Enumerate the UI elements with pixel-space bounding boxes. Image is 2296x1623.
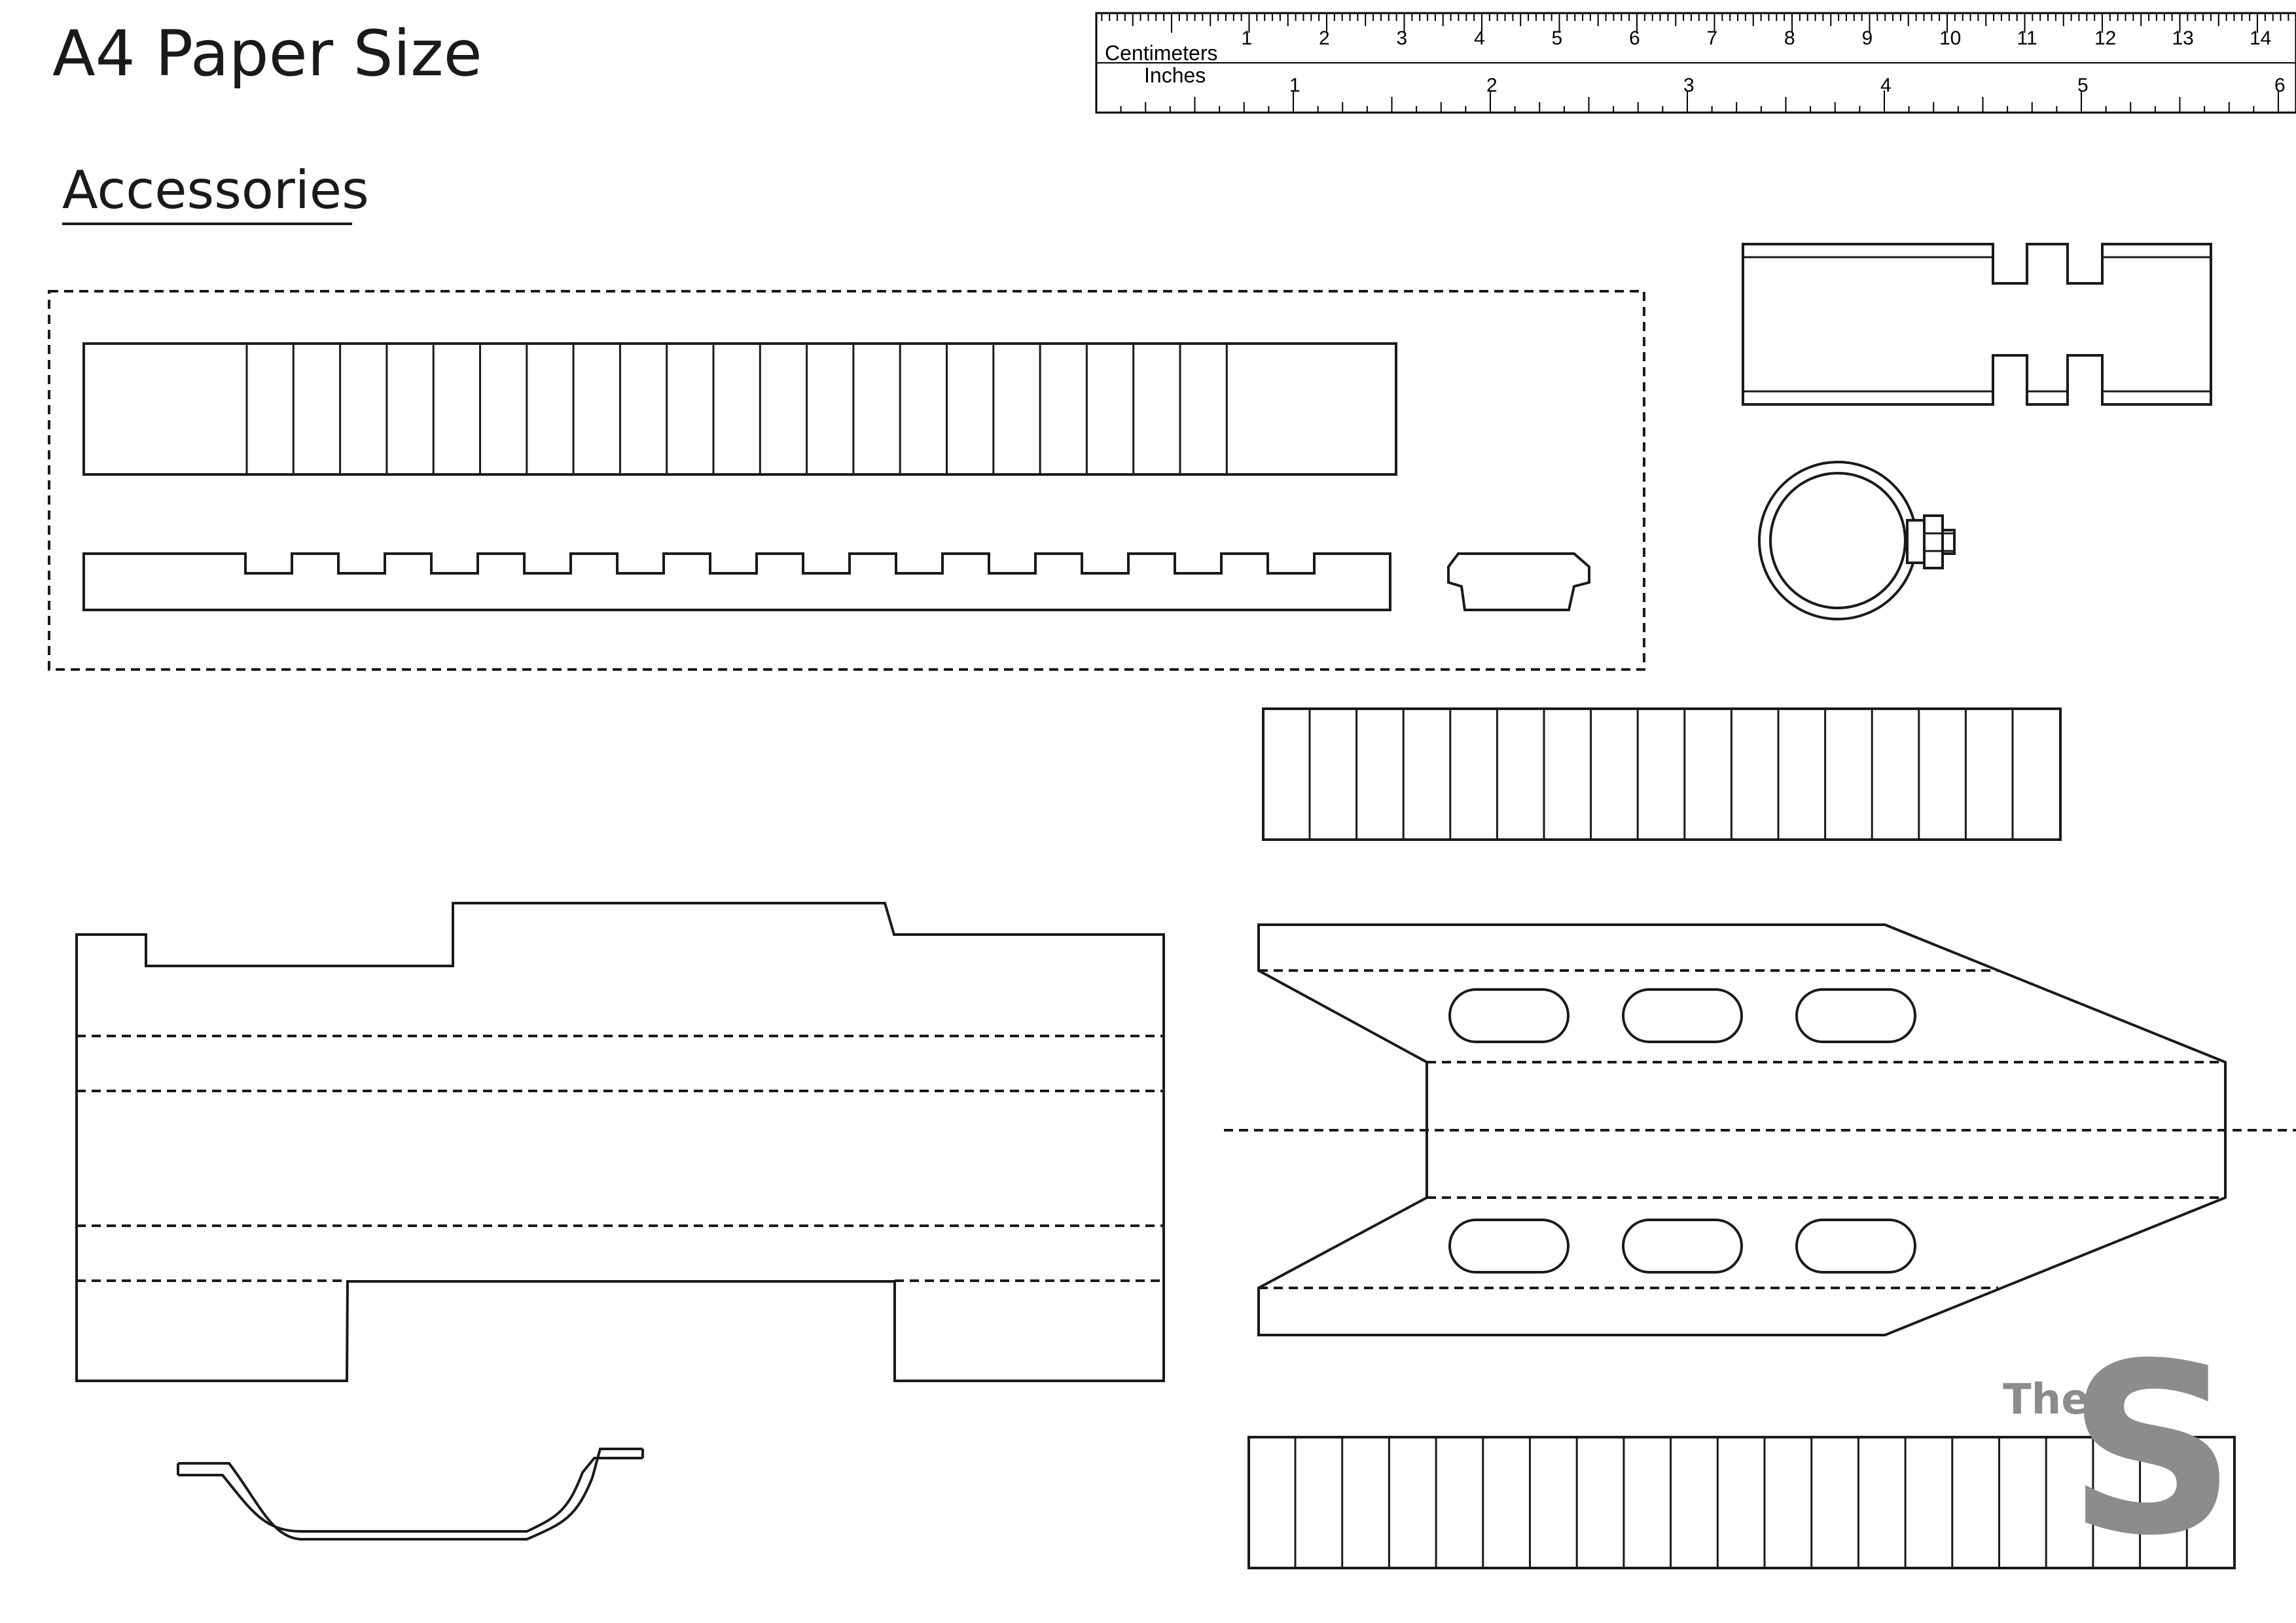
dashed-cut-group bbox=[48, 290, 1645, 671]
ruler-cm-number: 12 bbox=[2094, 27, 2116, 49]
strip-fold-lines bbox=[1294, 1437, 2188, 1568]
logo-prefix: The bbox=[2003, 1376, 2090, 1424]
sleeve-piece bbox=[1742, 243, 2212, 406]
ruler-cm-number: 2 bbox=[1319, 27, 1330, 49]
page-title: A4 Paper Size bbox=[52, 17, 482, 90]
ruler-cm-number: 13 bbox=[2172, 27, 2194, 49]
logo-letter: S bbox=[2067, 1313, 2236, 1587]
ruler-cm-number: 14 bbox=[2250, 27, 2271, 49]
strip-fold-lines bbox=[1308, 709, 2014, 840]
ruler-cm-number: 3 bbox=[1397, 27, 1408, 49]
notched-rail bbox=[82, 552, 1391, 611]
ruler-cm-number: 7 bbox=[1707, 27, 1718, 49]
segmented-strip-middle bbox=[1262, 707, 2062, 841]
ruler-cm-ticks: 123456789101112131415 bbox=[1101, 13, 2289, 49]
ruler-cm-number: 11 bbox=[2017, 27, 2037, 49]
ruler-inch-number: 4 bbox=[1880, 75, 1892, 96]
ruler-cm-number: 6 bbox=[1629, 27, 1640, 49]
ruler-inch-number: 2 bbox=[1486, 75, 1498, 96]
curved-guard-piece bbox=[177, 1448, 644, 1541]
ruler-inch-number: 5 bbox=[2077, 75, 2089, 96]
body-panel bbox=[75, 902, 1165, 1382]
ruler-inch-number: 3 bbox=[1683, 75, 1695, 96]
handguard-panel bbox=[1224, 923, 2296, 1336]
ruler-cm-number: 8 bbox=[1784, 27, 1795, 49]
ruler-inch-ticks: 1 2 3 4 5 6 bbox=[1120, 75, 2286, 113]
segmented-strip-bottom bbox=[1247, 1436, 2236, 1569]
ruler-cm-number: 1 bbox=[1242, 27, 1253, 49]
ruler-cm-number: 4 bbox=[1474, 27, 1485, 49]
vent-slots bbox=[1448, 988, 1916, 1274]
segmented-strip-top bbox=[82, 342, 1397, 476]
ruler-inch-number: 1 bbox=[1289, 75, 1300, 96]
ruler-cm-number: 10 bbox=[1939, 27, 1961, 49]
ruler-inch-label: Inches bbox=[1144, 63, 1206, 87]
ruler-cm-label: Centimeters bbox=[1105, 41, 1218, 65]
ruler-inch-number: 6 bbox=[2274, 75, 2286, 96]
ruler-cm-number: 9 bbox=[1862, 27, 1873, 49]
small-connector-piece bbox=[1447, 552, 1590, 611]
strip-fold-lines bbox=[245, 344, 1228, 474]
ring-clamp bbox=[1758, 461, 1956, 620]
section-heading: Accessories bbox=[62, 160, 369, 221]
ruler-cm-number: 5 bbox=[1552, 27, 1563, 49]
